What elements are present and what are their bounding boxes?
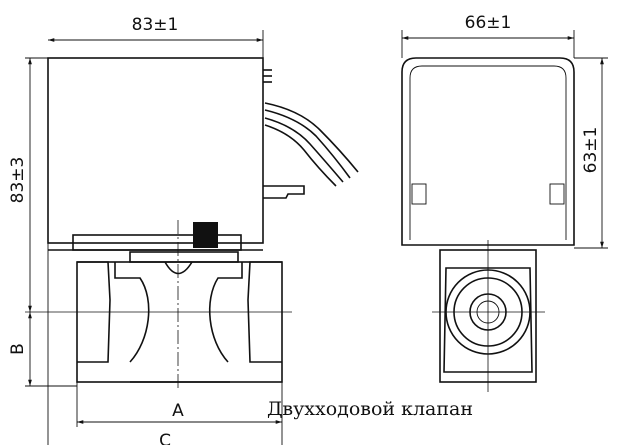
cable-wires [264, 102, 359, 187]
manual-knob [193, 222, 218, 248]
dim-height-left: 83±3 [8, 157, 28, 204]
dim-b: B [8, 343, 28, 355]
side-view: 66±1 63±1 [401, 13, 608, 392]
caption: Двухходовой клапан [266, 398, 474, 420]
actuator-housing [47, 57, 264, 244]
actuator-cover [401, 57, 575, 246]
dim-width-left: 83±1 [132, 15, 179, 35]
dim-a: A [172, 401, 184, 421]
valve-body [76, 251, 283, 383]
dim-width-right: 66±1 [465, 13, 512, 33]
mounting-plate [72, 234, 242, 251]
front-view: 83±1 83±3 B A [8, 15, 359, 445]
dim-height-right: 63±1 [581, 127, 601, 174]
lever [263, 185, 305, 199]
